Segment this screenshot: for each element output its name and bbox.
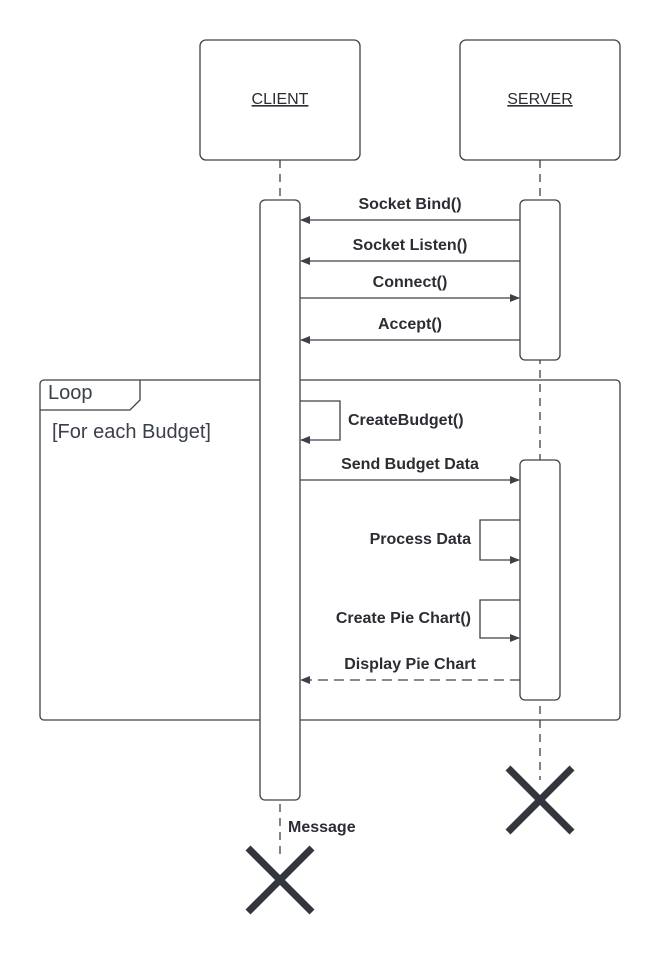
send-budget-data-label: Send Budget Data: [341, 456, 479, 473]
create-budget-arrow[interactable]: [300, 400, 341, 444]
message-process-data[interactable]: Process Data: [370, 519, 520, 564]
message-connect[interactable]: Connect(): [300, 274, 520, 302]
message-accept[interactable]: Accept(): [300, 316, 520, 344]
server-activation-bar-1[interactable]: [519, 199, 561, 361]
create-pie-chart-arrow[interactable]: [479, 599, 520, 642]
client-actor-box[interactable]: [199, 39, 361, 161]
connect-label: Connect(): [373, 274, 448, 291]
server-actor-box[interactable]: [459, 39, 621, 161]
message-display-pie-chart[interactable]: Display Pie Chart: [300, 656, 520, 684]
client-destroy-stroke-2: [245, 845, 315, 915]
create-pie-chart-label: Create Pie Chart(): [336, 610, 471, 627]
loop-frame-border: [39, 379, 621, 721]
display-pie-chart-label: Display Pie Chart: [344, 656, 476, 673]
client-end-label: Message: [288, 819, 356, 836]
server-destroy-stroke-2: [505, 765, 575, 835]
client-destroy-mark[interactable]: [245, 845, 315, 915]
message-create-budget[interactable]: CreateBudget(): [300, 400, 464, 444]
server-actor[interactable]: SERVER: [459, 39, 621, 161]
server-activation-bar-2[interactable]: [519, 459, 561, 701]
message-send-budget-data[interactable]: Send Budget Data: [300, 456, 520, 484]
loop-guard: [For each Budget]: [52, 421, 211, 443]
message-create-pie-chart[interactable]: Create Pie Chart(): [336, 599, 520, 642]
message-socket-bind[interactable]: Socket Bind(): [300, 196, 520, 224]
client-actor[interactable]: CLIENT: [199, 39, 361, 161]
socket-bind-label: Socket Bind(): [358, 196, 461, 213]
server-destroy-mark[interactable]: [505, 765, 575, 835]
process-data-arrow[interactable]: [479, 519, 520, 564]
socket-listen-label: Socket Listen(): [353, 237, 468, 254]
loop-keyword: Loop: [48, 382, 93, 404]
create-budget-label: CreateBudget(): [348, 412, 464, 429]
loop-frame-tab: [40, 380, 141, 411]
loop-frame[interactable]: Loop [For each Budget]: [39, 379, 621, 721]
accept-label: Accept(): [378, 316, 442, 333]
client-actor-label: CLIENT: [252, 91, 309, 108]
server-actor-label: SERVER: [507, 91, 573, 108]
client-activation-bar[interactable]: [259, 199, 301, 801]
message-socket-listen[interactable]: Socket Listen(): [300, 237, 520, 265]
process-data-label: Process Data: [370, 531, 471, 548]
